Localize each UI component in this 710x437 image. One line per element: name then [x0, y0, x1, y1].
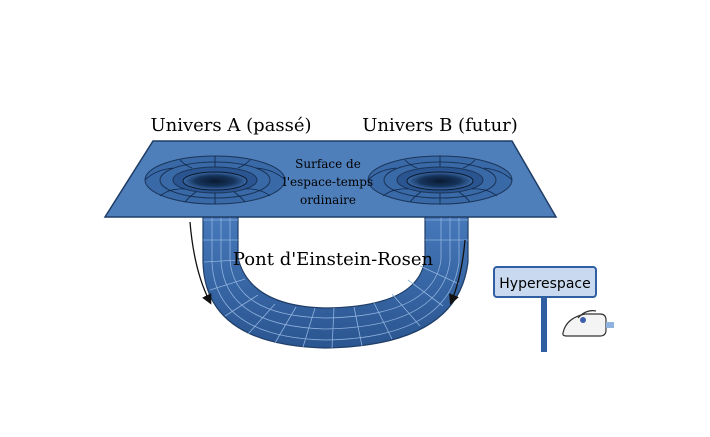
arrow-right [449, 239, 466, 305]
einstein-rosen-bridge-tube [202, 197, 469, 349]
label-surface-line1: Surface de [295, 157, 361, 171]
wormhole-mouth-b [367, 155, 513, 205]
label-universe-b: Univers B (futur) [362, 115, 518, 136]
hyperspace-sign-post [541, 296, 547, 352]
hyperspace-sign: Hyperespace [493, 266, 597, 352]
label-universe-a: Univers A (passé) [150, 115, 311, 136]
label-hyperspace: Hyperespace [499, 276, 590, 292]
iron-icon [562, 310, 614, 337]
label-surface-line2: l'espace-temps [283, 175, 373, 189]
label-surface-line3: ordinaire [300, 193, 356, 207]
wormhole-mouth-a [144, 155, 286, 205]
arrow-left [189, 221, 212, 305]
label-bridge: Pont d'Einstein-Rosen [233, 249, 434, 270]
hyperspace-sign-board [493, 266, 597, 298]
